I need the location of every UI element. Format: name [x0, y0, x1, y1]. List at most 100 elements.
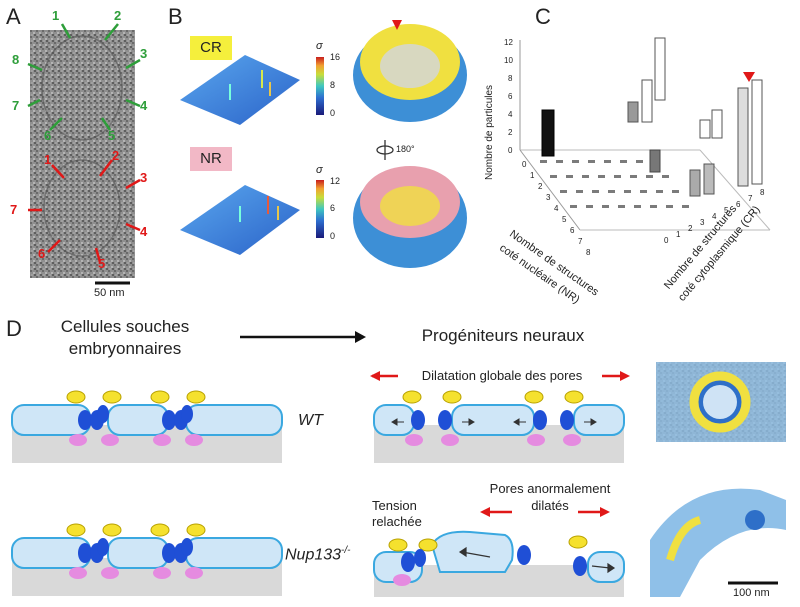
- nr-tick-6: 6: [570, 226, 575, 235]
- cr-tick-0: 0: [664, 236, 669, 245]
- bar-gray-1: [627, 101, 639, 123]
- nr-colorbar: [316, 180, 324, 238]
- panel-a: [27, 23, 141, 285]
- bar-gray-3: [689, 169, 701, 197]
- panel-label-a: A: [6, 4, 21, 29]
- green-label-7: 7: [12, 98, 20, 113]
- panel-d: [11, 331, 788, 597]
- red-arrow-right-icon: [620, 371, 630, 381]
- nr-badge: NR: [190, 147, 232, 171]
- bar-white-2: [654, 37, 666, 101]
- red-label-3: 3: [140, 170, 148, 185]
- green-label-8: 8: [12, 52, 20, 67]
- c-ytick-12: 12: [504, 38, 513, 47]
- c-ytick-8: 8: [508, 74, 513, 83]
- nr-tick-7: 7: [578, 237, 583, 246]
- nr-tick-4: 4: [554, 204, 559, 213]
- mutant-label: Nup133-/-: [285, 545, 351, 564]
- cr-badge: CR: [190, 36, 232, 60]
- green-label-2: 2: [114, 8, 122, 23]
- tension-label-line-2: relachée: [372, 514, 422, 529]
- cr-tick-4: 4: [712, 212, 717, 221]
- cr-tick-5: 5: [724, 206, 729, 215]
- panel-b: [180, 20, 467, 268]
- cr-sigma-label: σ: [316, 40, 323, 52]
- cr-tick-3: 3: [700, 218, 705, 227]
- mutant-esc-pore-1: [66, 523, 122, 579]
- abnormal-label: Pores anormalement dilatés: [482, 480, 618, 514]
- wt-npc-pore-1: [402, 390, 462, 446]
- bar-gray-2: [649, 149, 661, 173]
- nr-tick-2: 2: [538, 182, 543, 191]
- npc-title: Progéniteurs neuraux: [421, 326, 585, 345]
- cr-ring-structure: [353, 20, 467, 122]
- red-arrow-left-2-icon: [480, 507, 490, 517]
- nr-scale-min: 0: [330, 231, 336, 241]
- bar-white-4: [711, 109, 723, 139]
- mutant-label-sup: -/-: [341, 545, 351, 556]
- esc-title: Cellules souches embryonnaires: [20, 316, 230, 360]
- panel-label-c: C: [535, 4, 551, 29]
- cr-scale-max: 16: [330, 52, 341, 62]
- rotation-label: 180°: [396, 144, 415, 154]
- cr-tick-1: 1: [676, 230, 681, 239]
- panel-label-b: B: [168, 4, 183, 29]
- dilation-label: Dilatation globale des pores: [421, 368, 583, 383]
- cr-tick-8: 8: [760, 188, 765, 197]
- cr-surface-plot: [180, 55, 300, 125]
- esc-title-line-1: Cellules souches: [60, 317, 190, 336]
- nr-ring-structure: [353, 166, 467, 268]
- panel-c: [519, 37, 771, 231]
- c-ytick-6: 6: [508, 92, 513, 101]
- wt-esc-pore-2: [150, 390, 206, 446]
- cr-scale-min: 0: [330, 108, 336, 118]
- grid-cells: [540, 160, 689, 208]
- bar-gray-4: [703, 163, 715, 195]
- nr-scale-mid: 6: [330, 203, 336, 213]
- abnormal-label-line-2: dilatés: [531, 498, 569, 513]
- green-label-1: 1: [52, 8, 60, 23]
- tension-label: Tension relachée: [372, 498, 422, 530]
- panel-label-d: D: [6, 316, 22, 341]
- esc-title-line-2: embryonnaires: [68, 339, 182, 358]
- nr-scale-max: 12: [330, 176, 341, 186]
- red-label-2: 2: [112, 148, 120, 163]
- cr-tick-7: 7: [748, 194, 753, 203]
- cr-tick-6: 6: [736, 200, 741, 209]
- bar-cr7: [751, 79, 763, 185]
- red-arrow-right-2-icon: [600, 507, 610, 517]
- mutant-npc-pores: [388, 535, 588, 586]
- green-label-4: 4: [140, 98, 148, 113]
- cr-tick-2: 2: [688, 224, 693, 233]
- red-label-4: 4: [140, 224, 148, 239]
- nr-sigma-label: σ: [316, 164, 323, 176]
- tomogram-image: [30, 30, 135, 278]
- c-ytick-10: 10: [504, 56, 513, 65]
- wt-esc-pore-1: [66, 390, 122, 446]
- scale-label-d: 100 nm: [733, 587, 770, 599]
- red-marker-icon: [392, 20, 402, 30]
- green-label-3: 3: [140, 46, 148, 61]
- red-label-5: 5: [98, 256, 106, 271]
- nr-tick-8: 8: [586, 248, 591, 257]
- bar-white-1: [641, 79, 653, 123]
- red-arrow-left-icon: [370, 371, 380, 381]
- nr-tick-1: 1: [530, 171, 535, 180]
- cr-colorbar: [316, 57, 324, 115]
- c-ytick-4: 4: [508, 110, 513, 119]
- wt-npc-membrane: [373, 404, 625, 463]
- tension-label-line-1: Tension: [372, 498, 417, 513]
- mutant-label-base: Nup133: [285, 546, 342, 564]
- green-label-5: 5: [108, 128, 116, 143]
- mutant-esc-membrane: [11, 537, 283, 596]
- cr-scale-mid: 8: [330, 80, 336, 90]
- red-label-1: 1: [44, 152, 52, 167]
- red-label-6: 6: [38, 246, 46, 261]
- nr-tick-3: 3: [546, 193, 551, 202]
- c-ytick-0: 0: [508, 146, 513, 155]
- mutant-em-image: [648, 487, 788, 597]
- nr-tick-0: 0: [522, 160, 527, 169]
- nr-tick-5: 5: [562, 215, 567, 224]
- abnormal-label-line-1: Pores anormalement: [489, 481, 611, 496]
